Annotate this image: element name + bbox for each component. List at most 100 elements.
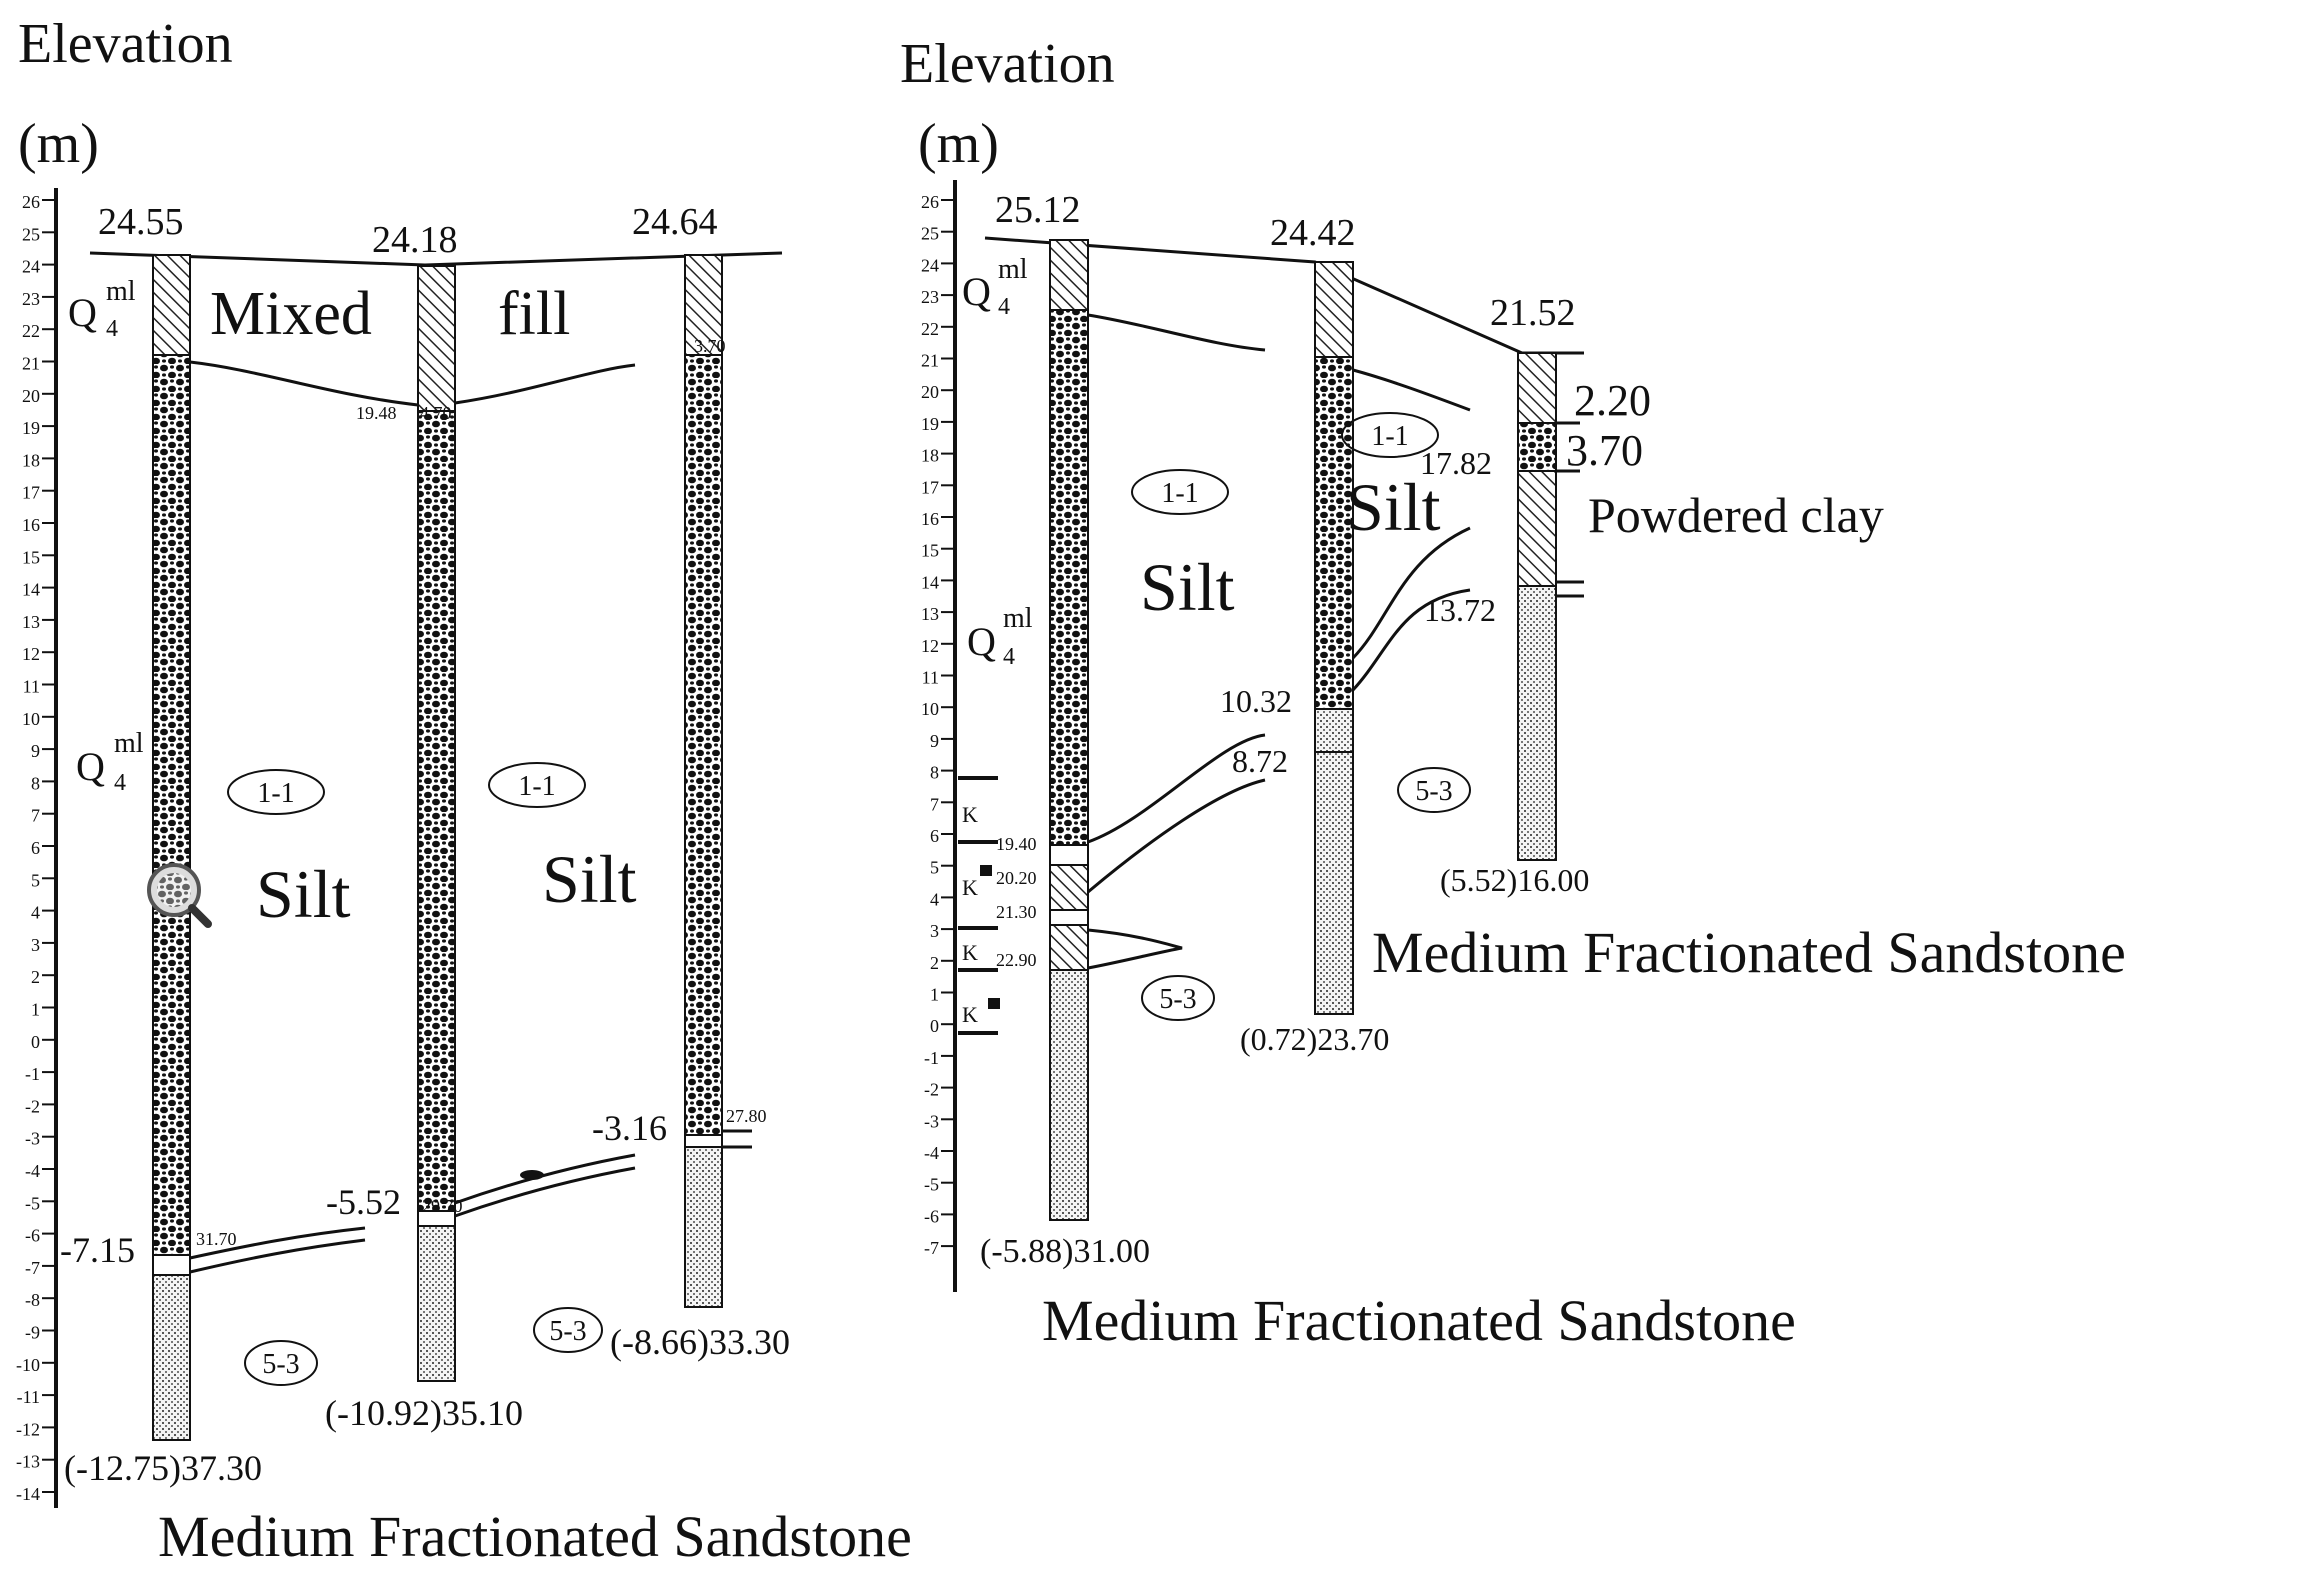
right-scale-ticks: 2625242322212019181716151413121110987654…: [921, 192, 955, 1258]
right-silt-sand-boundary-2: [1087, 778, 1266, 894]
left-panel: Elevation (m) 26252423222120191817161514…: [16, 13, 912, 1569]
right-bh1-silt-layer: [1049, 309, 1089, 846]
left-scale-tick-label: 17: [22, 483, 40, 503]
left-bh3-sandstone-layer: [684, 1146, 723, 1308]
left-bh3-fill-layer: [684, 254, 723, 356]
right-geo-symbol-sub: 4: [998, 294, 1010, 320]
left-bh3-contact-label: -3.16: [592, 1108, 667, 1148]
right-scale-tick-label: -6: [924, 1206, 939, 1226]
right-silt-clay-boundary-1: [1351, 526, 1471, 660]
right-scale-axis: 2625242322212019181716151413121110987654…: [921, 180, 957, 1292]
left-scale-tick-label: -13: [16, 1452, 40, 1472]
left-tag-text-5b: 5-3: [549, 1316, 586, 1347]
right-bh3-bottom-label: (5.52)16.00: [1440, 862, 1589, 898]
left-scale-axis: 2625242322212019181716151413121110987654…: [16, 188, 58, 1508]
left-bh2-bottom-label: (-10.92)35.10: [325, 1393, 523, 1433]
right-tag-text-1b: 1-1: [1371, 421, 1408, 452]
left-tag-ellipse-5a: [244, 1340, 318, 1386]
right-scale-tick-label: 3: [930, 921, 939, 941]
left-bh1-top-elevation: 24.55: [98, 201, 184, 243]
right-tag-text-5a: 5-3: [1159, 984, 1196, 1015]
left-scale-tick-label: 1: [31, 1000, 40, 1020]
left-geology-symbol-top: Q ml 4: [68, 276, 136, 342]
left-tag-ellipse-1b: [488, 762, 586, 808]
left-layer-tag-1b: 1-1: [488, 762, 586, 808]
right-scale-tick-label: 15: [921, 541, 939, 561]
left-bh2-fill-small: 19.48: [356, 403, 397, 423]
right-bh2-top-elevation: 24.42: [1270, 212, 1356, 254]
left-layer-tag-5b: 5-3: [533, 1307, 603, 1353]
right-scale-tick-label: 25: [921, 224, 939, 244]
left-borehole-3: 24.64 3.70 -3.16 27.80 (-8.66)33.30: [592, 201, 790, 1362]
left-bh2-contact-small: 29.70: [422, 1196, 463, 1216]
left-borehole-1: 24.55 -7.15 31.70 (-12.75)37.30: [60, 201, 262, 1488]
left-scale-tick-label: 20: [22, 386, 40, 406]
right-bh1-band-4: [1049, 924, 1089, 971]
right-scale-tick-label: -3: [924, 1111, 939, 1131]
right-tag-ellipse-1b: [1341, 412, 1439, 458]
right-silt-label-2: Silt: [1346, 469, 1441, 545]
right-tag-ellipse-5b: [1397, 767, 1471, 813]
right-borehole-3: 21.52 2.20 3.70 17.82 13.72 (5.52)16.00: [1420, 292, 1651, 898]
right-geo-symbol-q-2: Q: [967, 619, 996, 664]
right-bh3-layer-3: 17.82: [1420, 445, 1492, 481]
right-scale-tick-label: 23: [921, 287, 939, 307]
right-bottom-caption: Medium Fractionated Sandstone: [1042, 1288, 1796, 1353]
left-bh1-transition-layer: [152, 1254, 191, 1276]
right-tag-text-5b: 5-3: [1415, 776, 1452, 807]
right-lens-boundary: [1087, 928, 1183, 970]
left-geo-symbol-sub: 4: [106, 316, 118, 342]
right-bh1-sandstone-layer: [1049, 969, 1089, 1221]
right-scale-tick-label: 21: [921, 351, 939, 371]
right-scale-tick-label: 10: [921, 699, 939, 719]
right-silt-sand-boundary-1: [1087, 733, 1266, 844]
left-bh1-bottom-label: (-12.75)37.30: [64, 1448, 262, 1488]
right-bh2-fill-layer: [1314, 261, 1354, 358]
left-scale-tick-label: -11: [17, 1387, 40, 1407]
left-bh1-silt-layer: [152, 354, 191, 1256]
left-geo-symbol-q: Q: [68, 290, 97, 335]
right-layer-tag-1a: 1-1: [1131, 469, 1229, 515]
left-scale-tick-label: 15: [22, 547, 40, 567]
left-scale-tick-label: -8: [25, 1290, 40, 1310]
left-scale-tick-label: 25: [22, 224, 40, 244]
right-bh3-silt-layer: [1517, 422, 1557, 472]
left-silt-label-1: Silt: [256, 856, 351, 932]
left-bh3-silt-layer: [684, 354, 723, 1136]
left-geology-symbol-mid: Q ml 4: [76, 728, 144, 796]
right-k-block-2: [988, 998, 1000, 1009]
right-bh1-interval-3: 21.30: [996, 902, 1037, 922]
left-geo-symbol-q-2: Q: [76, 744, 105, 789]
right-borehole-1: 25.12 19.40 20.20 21.30 22.90 K K K K: [958, 189, 1150, 1270]
right-k-mark-2: K: [962, 875, 978, 900]
right-bh2-bottom-label: (0.72)23.70: [1240, 1021, 1389, 1057]
right-scale-tick-label: 18: [921, 446, 939, 466]
right-geo-symbol-q: Q: [962, 269, 991, 314]
left-bh3-top-elevation: 24.64: [632, 201, 718, 243]
left-scale-tick-label: 7: [31, 806, 40, 826]
right-layer-tag-1b: 1-1: [1341, 412, 1439, 458]
left-borehole-2: 24.18 19.48 4.70 -5.52 29.70 (-10.92)35.…: [325, 219, 523, 1433]
left-scale-tick-label: 24: [22, 257, 40, 277]
left-bh3-fill-small: 3.70: [694, 336, 726, 356]
left-scale-tick-label: 0: [31, 1032, 40, 1052]
magnifier-icon[interactable]: [147, 863, 212, 928]
right-bh2-silt-layer: [1314, 356, 1354, 710]
left-tag-ellipse-5b: [533, 1307, 603, 1353]
left-bh2-sandstone-layer: [417, 1225, 456, 1382]
left-bh3-contact-small: 27.80: [726, 1106, 767, 1126]
left-scale-tick-label: -7: [25, 1258, 40, 1278]
right-scale-tick-label: 16: [921, 509, 939, 529]
left-mixed-label: Mixed: [210, 280, 372, 348]
right-bh1-band-3: [1049, 909, 1089, 926]
left-bottom-caption: Medium Fractionated Sandstone: [158, 1504, 912, 1569]
right-k-mark-4: K: [962, 1002, 978, 1027]
right-bh1-bottom-label: (-5.88)31.00: [980, 1233, 1150, 1270]
left-geo-symbol-sub-2: 4: [114, 770, 126, 796]
left-geo-symbol-sup: ml: [106, 276, 136, 307]
left-scale-tick-label: -10: [16, 1355, 40, 1375]
right-scale-tick-label: -2: [924, 1080, 939, 1100]
left-scale-tick-label: 23: [22, 289, 40, 309]
right-elevation-label: Elevation: [900, 33, 1115, 95]
left-layer-tag-1a: 1-1: [227, 769, 325, 815]
